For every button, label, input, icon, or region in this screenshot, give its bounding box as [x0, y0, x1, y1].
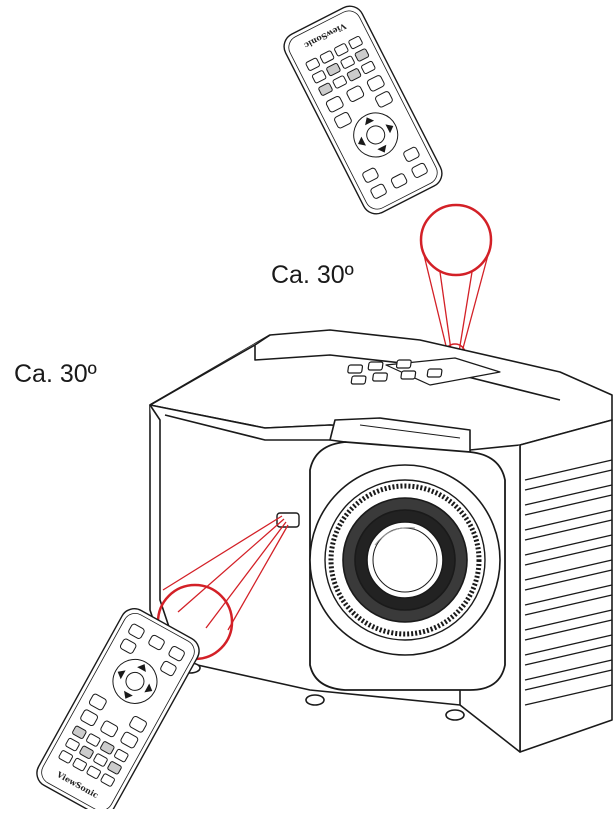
remote-top: ViewSonic — [283, 5, 443, 215]
projector — [149, 329, 613, 753]
angle-label-left: Ca. 30º — [14, 360, 97, 388]
remote-bottom: ViewSonic — [36, 608, 200, 814]
angle-label-top: Ca. 30º — [271, 261, 354, 289]
ir-beam-top — [419, 203, 493, 363]
